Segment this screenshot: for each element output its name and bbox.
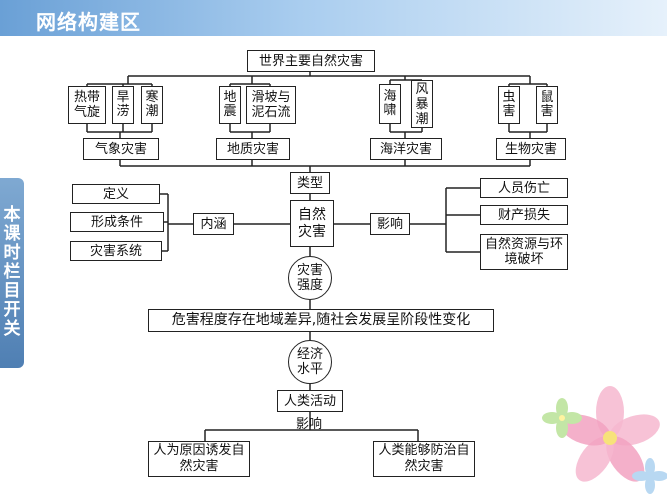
node-casualties: 人员伤亡 <box>480 178 568 198</box>
node-human-activity: 人类活动 <box>277 390 343 412</box>
node-formation-conditions: 形成条件 <box>70 212 164 232</box>
node-flood-drought: 旱涝 <box>112 86 134 124</box>
section-title: 网络构建区 <box>36 10 141 34</box>
node-geology-category: 地质灾害 <box>216 138 290 160</box>
side-tab-button[interactable]: 本课时栏目开关 <box>0 178 24 368</box>
node-storm-surge: 风暴潮 <box>411 80 433 128</box>
node-preventable: 人类能够防治自然灾害 <box>373 441 475 477</box>
node-insect-pest: 虫害 <box>498 86 520 124</box>
node-influence: 影响 <box>370 213 410 235</box>
node-bio-category: 生物灾害 <box>496 138 566 160</box>
node-economy: 经济水平 <box>288 340 332 384</box>
node-type: 类型 <box>290 172 330 194</box>
section-header: 网络构建区 <box>0 0 667 36</box>
label-effect: 影响 <box>296 417 323 432</box>
node-disaster-system: 灾害系统 <box>70 241 162 261</box>
node-connotation: 内涵 <box>193 213 234 235</box>
node-variation: 危害程度存在地域差异,随社会发展呈阶段性变化 <box>148 309 494 332</box>
node-intensity: 灾害强度 <box>288 256 332 300</box>
node-earthquake: 地震 <box>219 86 241 124</box>
node-root: 世界主要自然灾害 <box>247 50 375 72</box>
node-landslide: 滑坡与泥石流 <box>246 86 296 124</box>
node-tropical-cyclone: 热带气旋 <box>68 86 106 124</box>
node-tsunami: 海啸 <box>379 84 401 124</box>
node-property-loss: 财产损失 <box>480 205 568 225</box>
node-cold-wave: 寒潮 <box>141 86 163 124</box>
node-definition: 定义 <box>72 184 160 204</box>
node-center: 自然灾害 <box>290 200 334 247</box>
flower-decoration-icon <box>542 386 667 494</box>
node-ocean-category: 海洋灾害 <box>370 138 442 160</box>
node-human-induced: 人为原因诱发自然灾害 <box>148 441 250 477</box>
node-environment-damage: 自然资源与环境破坏 <box>480 234 568 270</box>
node-rodent-pest: 鼠害 <box>536 86 558 124</box>
node-weather-category: 气象灾害 <box>83 138 159 160</box>
side-tab-label: 本课时栏目开关 <box>3 205 21 339</box>
